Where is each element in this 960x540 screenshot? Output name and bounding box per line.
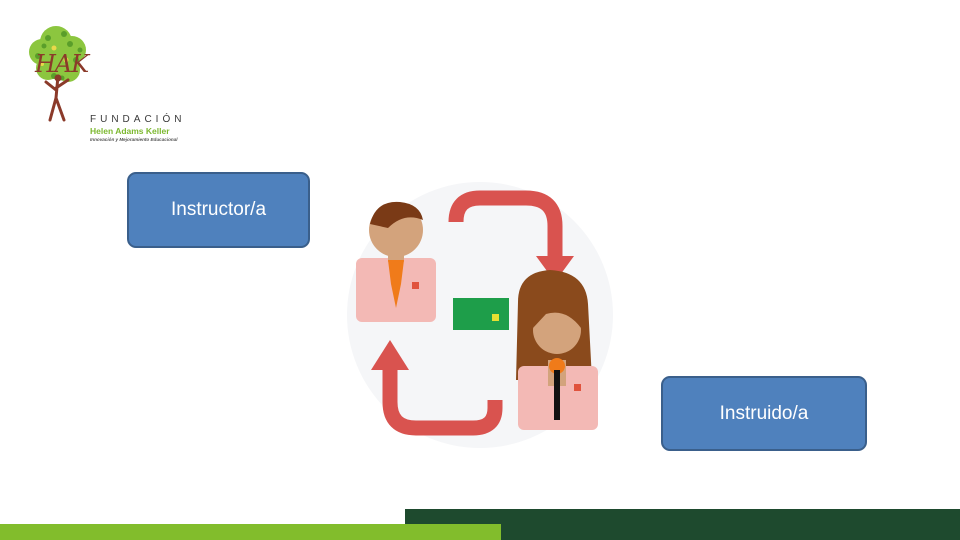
instruido-box: Instruido/a bbox=[661, 376, 867, 451]
tree-logo-icon bbox=[29, 26, 86, 122]
logo-tagline: Innovación y Mejoramiento Educacional bbox=[90, 137, 178, 142]
instruido-label: Instruido/a bbox=[719, 402, 809, 424]
cycle-arrow-icon bbox=[448, 190, 574, 282]
instructor-person-icon bbox=[356, 201, 436, 322]
footer-bar-light bbox=[0, 524, 501, 540]
logo-name: Helen Adams Keller bbox=[90, 126, 170, 136]
cycle-arrow-icon bbox=[371, 340, 503, 436]
instructor-box: Instructor/a bbox=[127, 172, 310, 248]
logo-monogram: HAK bbox=[35, 50, 89, 78]
foundation-logo: HAK FUNDACIÓN Helen Adams Keller Innovac… bbox=[18, 20, 181, 142]
banknote-icon bbox=[453, 298, 509, 330]
logo-text: FUNDACIÓN Helen Adams Keller Innovación … bbox=[90, 114, 185, 143]
instructor-label: Instructor/a bbox=[170, 199, 267, 220]
instruido-person-icon bbox=[516, 270, 598, 430]
mentoring-illustration bbox=[347, 182, 613, 448]
logo-fundacion: FUNDACIÓN bbox=[90, 114, 186, 125]
